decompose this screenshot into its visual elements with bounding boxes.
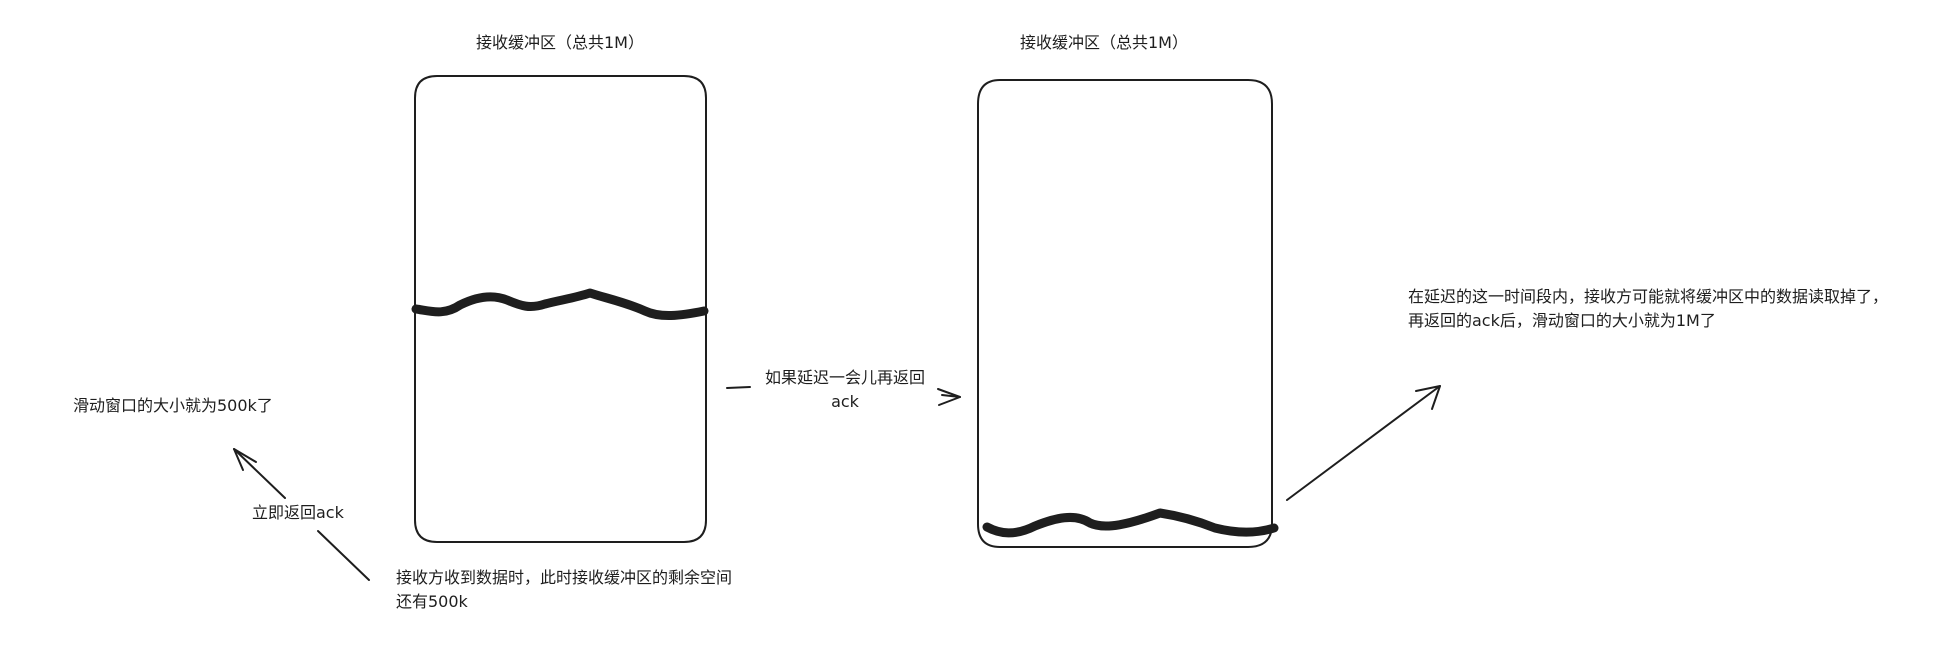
delayed-ack-line-2: ack xyxy=(831,392,859,411)
delayed-ack-line-1: 如果延迟一会儿再返回 xyxy=(764,368,925,387)
after-delay-line-1: 在延迟的这一时间段内，接收方可能就将缓冲区中的数据读取掉了， xyxy=(1408,287,1889,306)
fill-level-line-left xyxy=(411,288,709,320)
after-delay-note: 在延迟的这一时间段内，接收方可能就将缓冲区中的数据读取掉了， 再返回的ack后，… xyxy=(1408,285,1888,333)
immediate-ack-label: 立即返回ack xyxy=(252,503,344,522)
received-note-line-2: 还有500k xyxy=(396,592,468,611)
delayed-ack-note: 如果延迟一会儿再返回 ack xyxy=(755,366,935,414)
after-delay-line-2: 再返回的ack后，滑动窗口的大小就为1M了 xyxy=(1408,311,1716,330)
arrow-after-delay xyxy=(1286,385,1441,501)
arrow-immediate-ack xyxy=(233,448,370,581)
arrow-delayed-ack xyxy=(726,386,961,406)
buffer-right-title: 接收缓冲区（总共1M） xyxy=(1020,33,1188,52)
buffer-left-title: 接收缓冲区（总共1M） xyxy=(476,33,644,52)
fill-level-line-right xyxy=(982,508,1279,538)
received-note-line-1: 接收方收到数据时，此时接收缓冲区的剩余空间 xyxy=(396,568,733,587)
receive-buffer-right xyxy=(977,79,1279,548)
window-500k-label: 滑动窗口的大小就为500k了 xyxy=(73,396,273,415)
receive-buffer-left xyxy=(411,75,709,543)
received-note: 接收方收到数据时，此时接收缓冲区的剩余空间 还有500k xyxy=(396,566,732,614)
